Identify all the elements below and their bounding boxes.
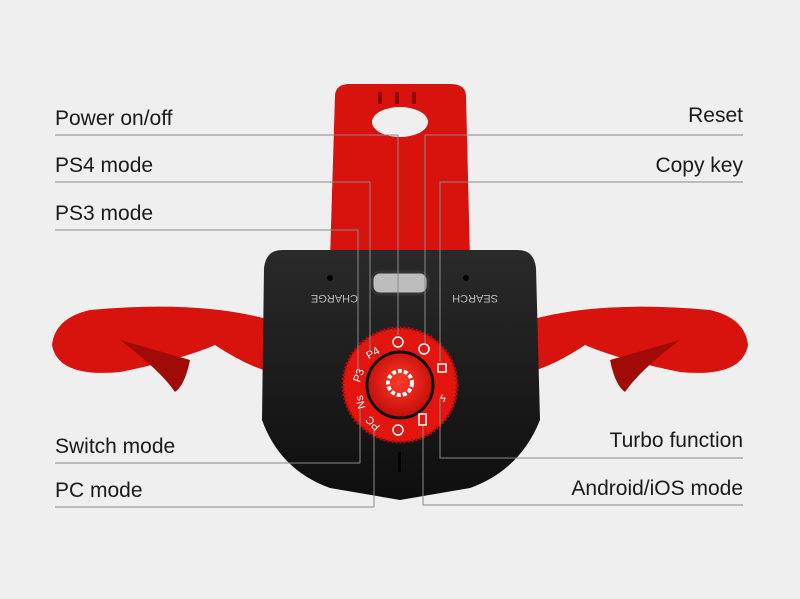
right-arm <box>530 306 748 373</box>
label-ps4: PS4 mode <box>55 154 154 177</box>
label-switch: Switch mode <box>55 435 176 458</box>
switch-icon <box>392 424 404 436</box>
charge-label: CHARGE <box>311 292 358 304</box>
usb-port <box>370 270 430 296</box>
phone-icon <box>418 413 427 426</box>
phone-clip <box>330 84 470 260</box>
left-arm <box>52 306 270 373</box>
reset-icon <box>418 343 430 355</box>
label-pc: PC mode <box>55 479 143 502</box>
search-label: SEARCH <box>452 292 498 304</box>
dial-mark-ns: Ns <box>353 393 368 410</box>
turbo-icon: ϟ <box>440 393 446 405</box>
label-android-ios: Android/iOS mode <box>571 477 743 500</box>
dial-mark-p4: P4 <box>364 345 382 362</box>
label-power: Power on/off <box>55 107 173 130</box>
label-turbo: Turbo function <box>609 429 743 452</box>
label-ps3: PS3 mode <box>55 202 154 225</box>
copy-icon <box>437 363 447 373</box>
label-copy-key: Copy key <box>655 154 743 177</box>
dial-mark-p3: P3 <box>351 367 367 384</box>
gear-icon <box>386 369 414 397</box>
power-icon <box>392 336 404 348</box>
leader-lines <box>55 134 743 508</box>
label-reset: Reset <box>688 104 743 127</box>
